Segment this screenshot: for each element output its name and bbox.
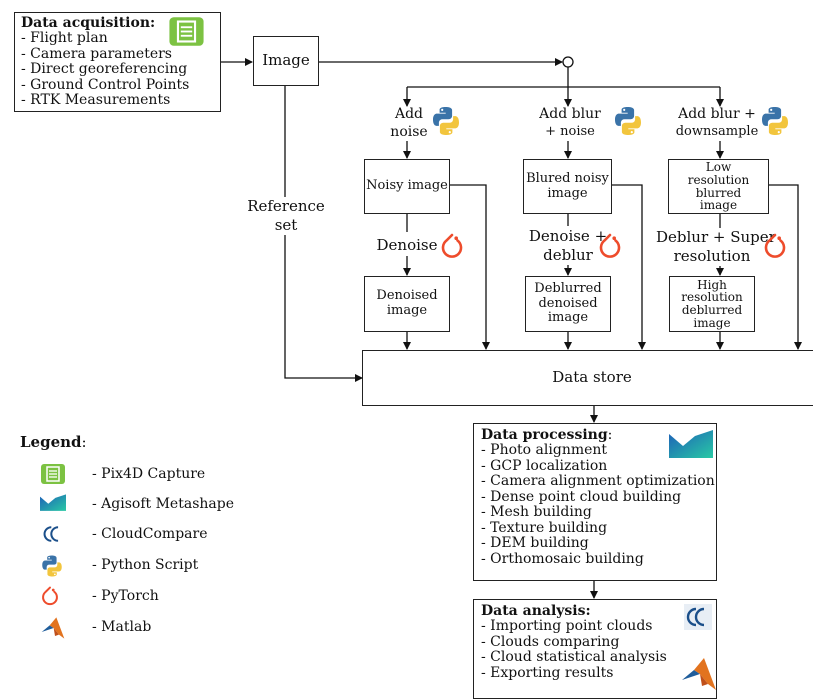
list-item: - Cloud statistical analysis	[481, 649, 667, 665]
list-item: - GCP localization	[481, 457, 608, 474]
legend-item: - Python Script	[40, 554, 199, 577]
arrow-branch2-input-to-store	[612, 184, 646, 350]
python-icon	[612, 105, 644, 141]
process-label: Deblur + Super resolution	[656, 228, 776, 266]
arrow-reference-set	[284, 85, 363, 382]
legend-title: Legend:	[20, 433, 87, 451]
input-image-box: Blured noisy image	[523, 159, 612, 214]
list-item: - Flight plan	[21, 30, 108, 46]
list-item: - Camera alignment optimization	[481, 473, 715, 489]
arrow-branch1-input-to-store	[450, 184, 490, 350]
legend-item: - PyTorch	[40, 585, 159, 607]
list-item: - Photo alignment	[481, 442, 608, 458]
arrow-branch3-input-to-store	[769, 184, 802, 350]
legend-label: - Python Script	[92, 557, 199, 573]
list-item: - Camera parameters	[21, 45, 172, 62]
data-analysis-title: Data analysis:	[481, 603, 591, 619]
input-image-box: Low resolution blurred image	[668, 159, 769, 214]
legend-item: - Pix4D Capture	[40, 463, 205, 485]
junction-node	[562, 56, 574, 68]
matlab-icon	[680, 656, 718, 696]
list-item: - Texture building	[481, 519, 608, 536]
reference-set-label: Reference set	[245, 197, 327, 235]
process-label: Denoise	[376, 236, 438, 255]
pytorch-icon	[40, 585, 66, 607]
list-item: - Orthomosaic building	[481, 550, 644, 567]
matlab-icon	[40, 616, 66, 639]
python-icon	[759, 105, 791, 141]
output-image-box: Deblurred denoised image	[525, 276, 611, 332]
legend-label: - PyTorch	[92, 588, 159, 604]
input-image-box: Noisy image	[364, 159, 450, 214]
data-acquisition-list: - Flight plan - Camera parameters - Dire…	[21, 30, 214, 109]
list-item: - Importing point clouds	[481, 618, 653, 634]
pytorch-icon	[762, 232, 788, 264]
legend-item: - Matlab	[40, 616, 152, 639]
operation-label: Add blur + downsample	[675, 106, 759, 139]
process-label: Denoise + deblur	[528, 227, 608, 265]
data-analysis-list: - Importing point clouds - Clouds compar…	[481, 618, 709, 681]
operation-label: Add noise	[390, 106, 428, 140]
list-item: - RTK Measurements	[21, 92, 171, 108]
data-store: Data store	[362, 350, 813, 406]
data-acquisition-title: Data acquisition:	[21, 15, 156, 31]
agisoft-metashape-icon	[40, 493, 66, 515]
data-analysis-box: Data analysis: - Importing point clouds …	[473, 599, 717, 699]
list-item: - Ground Control Points	[21, 76, 190, 93]
legend-item: - Agisoft Metashape	[40, 493, 234, 515]
cloudcompare-icon	[40, 523, 66, 545]
python-icon	[40, 554, 66, 577]
data-processing-title: Data processing:	[481, 427, 613, 443]
list-item: - Direct georeferencing	[21, 61, 188, 77]
data-processing-list: - Photo alignment - GCP localization - C…	[481, 442, 715, 567]
python-icon	[430, 105, 462, 141]
pix4d-capture-icon	[168, 14, 205, 53]
legend-label: - Agisoft Metashape	[92, 496, 234, 512]
list-item: - Clouds comparing	[481, 633, 620, 650]
output-image-box: Denoised image	[364, 276, 450, 332]
pix4d-capture-icon	[40, 463, 66, 485]
output-image-box: High resolution deblurred image	[669, 276, 755, 332]
pytorch-icon	[597, 232, 623, 264]
list-item: - Mesh building	[481, 504, 592, 520]
list-item: - Dense point cloud building	[481, 488, 682, 505]
pytorch-icon	[439, 232, 465, 264]
cloudcompare-icon	[684, 604, 712, 634]
legend-label: - Pix4D Capture	[92, 466, 206, 482]
legend-label: - CloudCompare	[92, 526, 208, 542]
agisoft-metashape-icon	[669, 428, 713, 462]
list-item: - DEM building	[481, 535, 589, 551]
image-node: Image	[253, 36, 319, 86]
legend-item: - CloudCompare	[40, 523, 207, 545]
operation-label: Add blur + noise	[539, 106, 601, 139]
list-item: - Exporting results	[481, 664, 614, 681]
legend-label: - Matlab	[92, 619, 152, 635]
